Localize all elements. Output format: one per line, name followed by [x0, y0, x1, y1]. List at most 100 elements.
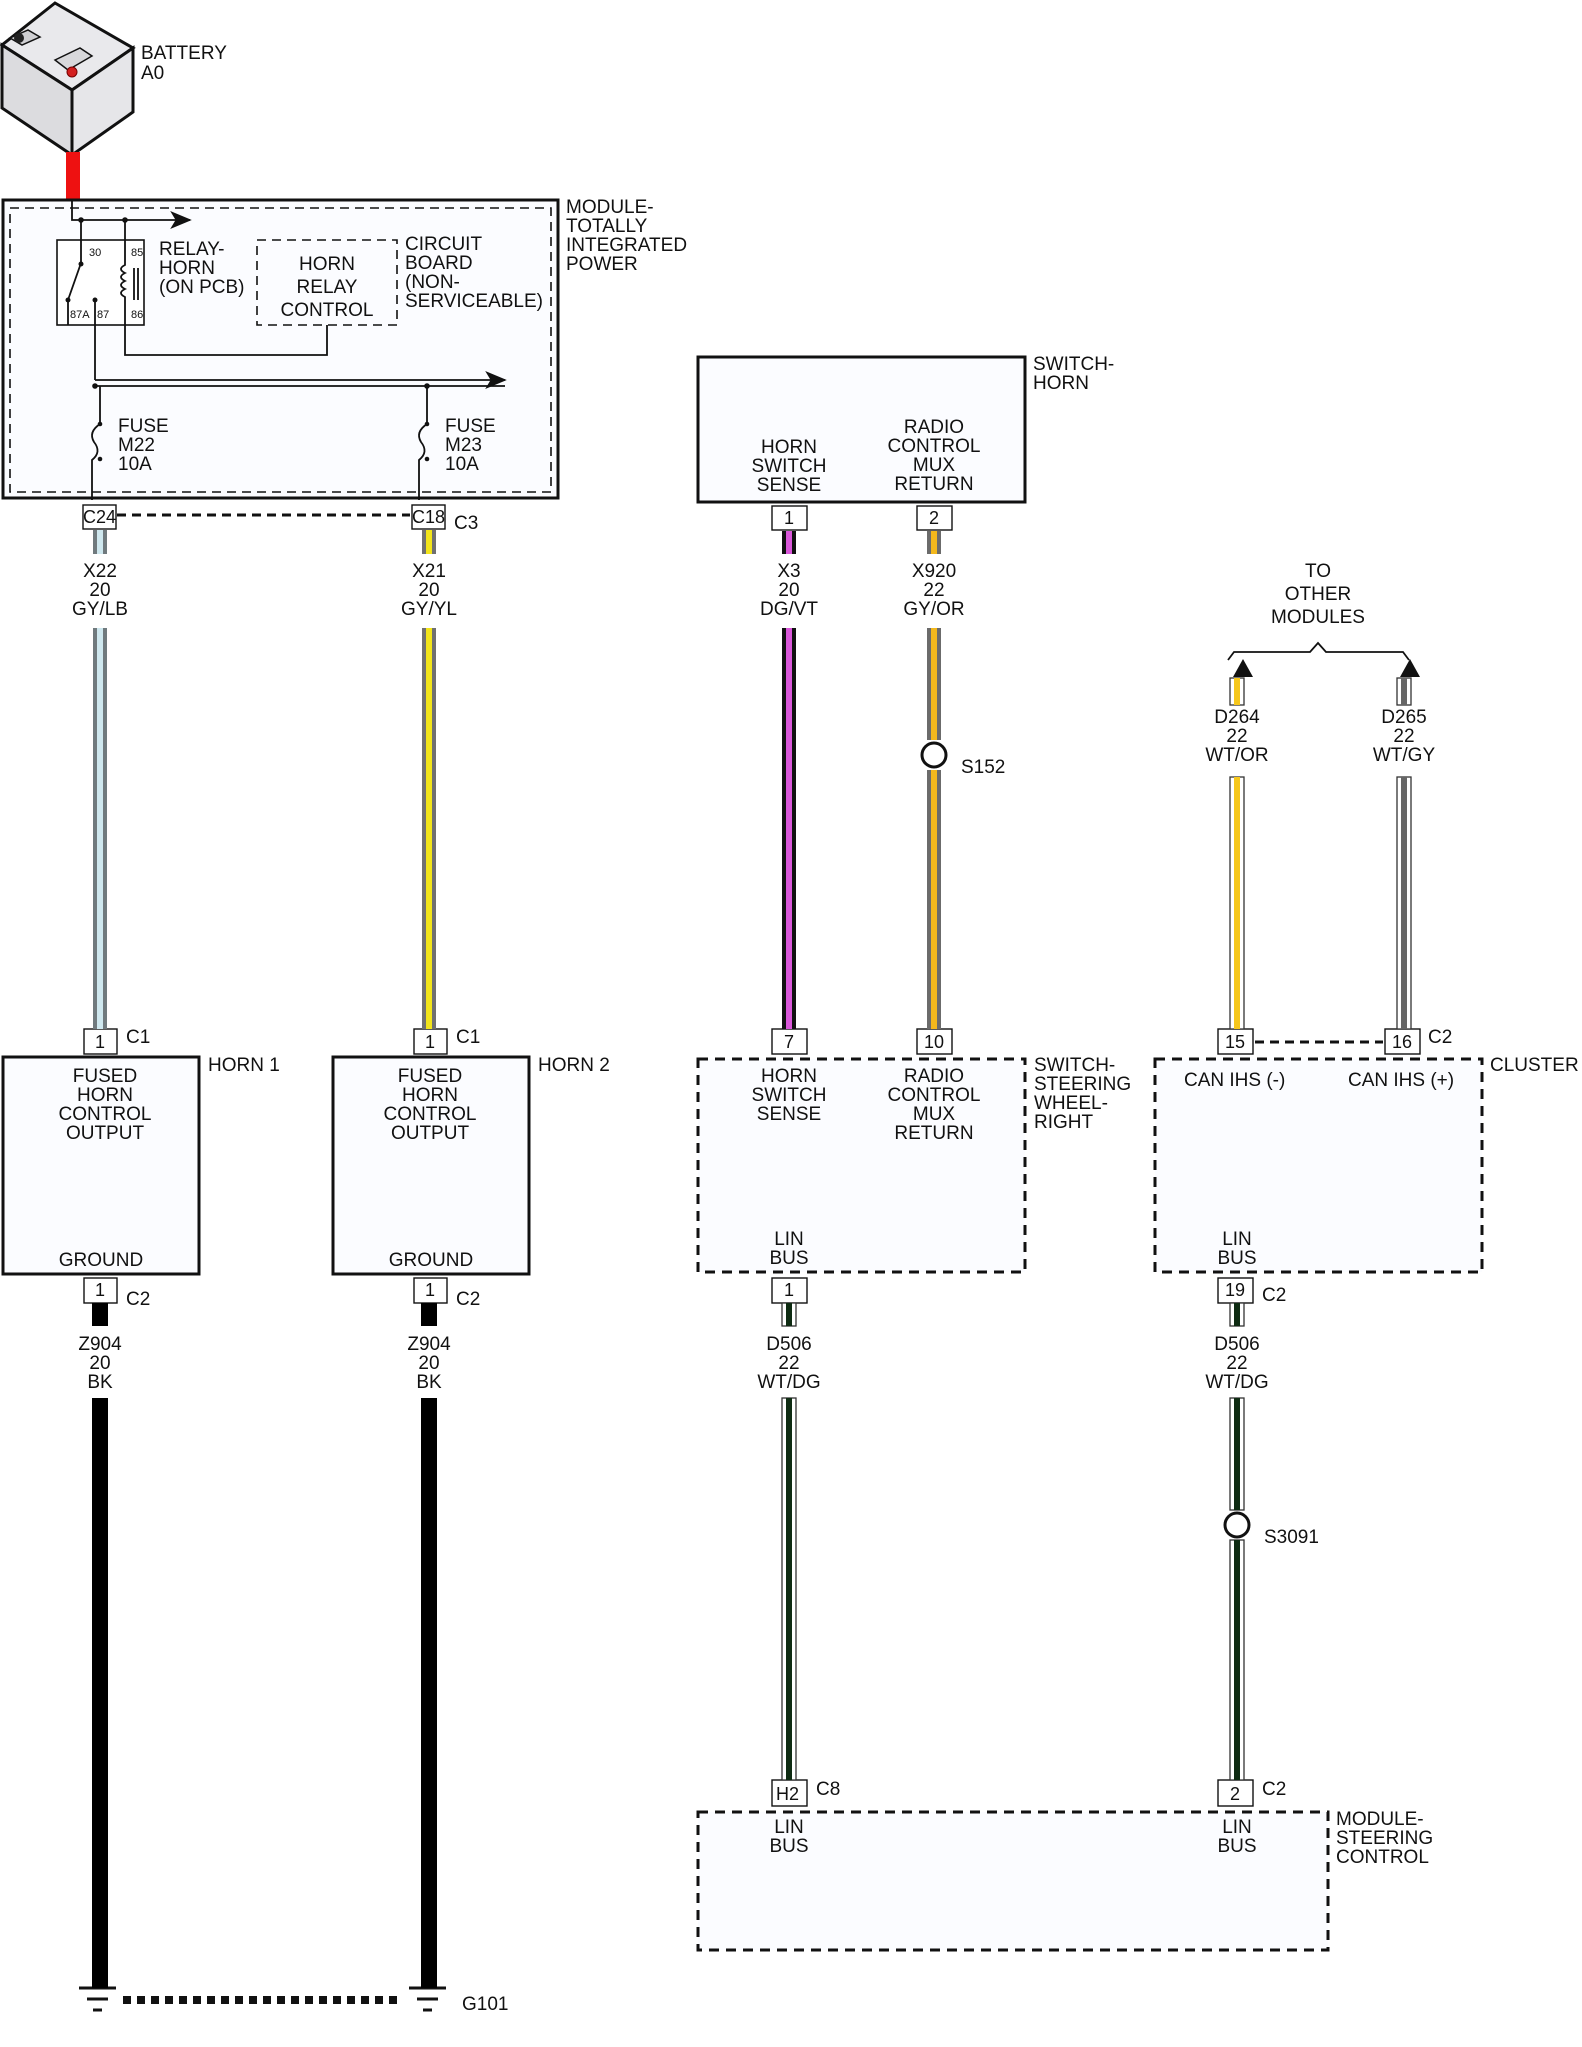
wire-z904a[interactable] — [92, 1398, 108, 1988]
label-line: BUS — [769, 1248, 808, 1269]
label-line: OTHER — [1285, 584, 1352, 605]
wire-stripe — [786, 1303, 792, 1326]
battery-icon — [0, 1, 136, 158]
wire-label-x22: X22 — [83, 561, 117, 582]
arrow-up-icon — [1400, 659, 1420, 677]
label-line: FUSE — [118, 416, 169, 437]
label-line: M23 — [445, 435, 482, 456]
scm-pin-2[interactable] — [1217, 1779, 1254, 1807]
wire-stripe — [1234, 777, 1240, 1029]
switch-horn-name: SWITCH-HORN — [1033, 354, 1114, 394]
label-line: HORN — [77, 1085, 133, 1106]
label-line: SWITCH — [752, 456, 827, 477]
wire-label-d265: D265 — [1381, 707, 1426, 728]
relay-horn — [56, 239, 145, 326]
wire-label-d506a: WT/DG — [757, 1372, 820, 1393]
pin-number: 1 — [425, 1032, 435, 1052]
label-line: CONTROL — [384, 1104, 477, 1125]
relay-pin-86: 86 — [131, 309, 143, 321]
connector-c24[interactable] — [82, 504, 117, 530]
wire-label-x920: X920 — [912, 561, 956, 582]
wire-label-d265: WT/GY — [1373, 745, 1436, 766]
label-line: LIN — [1222, 1229, 1252, 1250]
wire-label-d506b: WT/DG — [1205, 1372, 1268, 1393]
switch-horn-pin-2[interactable] — [916, 505, 953, 531]
label-line: SENSE — [757, 475, 821, 496]
label-line: RELAY — [297, 277, 358, 298]
splice-label: S152 — [961, 757, 1005, 778]
cluster-pin-15[interactable] — [1217, 1028, 1254, 1055]
label-line: BUS — [1217, 1248, 1256, 1269]
wire-label-z904a: Z904 — [78, 1334, 122, 1355]
wire-label-z904b: Z904 — [407, 1334, 451, 1355]
bus-bracket — [1227, 641, 1410, 661]
label-line: INTEGRATED — [566, 235, 687, 256]
label-line: OUTPUT — [66, 1123, 145, 1144]
cluster — [1153, 1057, 1484, 1274]
label-line: CONTROL — [888, 1085, 981, 1106]
connector-c3-label: C3 — [454, 513, 478, 534]
wire-label-d506a: 22 — [778, 1353, 799, 1374]
label-line: HORN — [159, 258, 215, 279]
splice-s152[interactable] — [920, 741, 948, 769]
label-line: M22 — [118, 435, 155, 456]
connector-c18[interactable] — [411, 504, 446, 530]
ground-g101-label: G101 — [462, 1994, 508, 2015]
cluster-pin-16[interactable] — [1384, 1028, 1421, 1055]
wire-z904b[interactable] — [421, 1303, 437, 1326]
label-line: 10A — [118, 454, 152, 475]
wire-label-x3: X3 — [777, 561, 800, 582]
pin-number: 1 — [784, 508, 794, 528]
label-line: HORN — [761, 437, 817, 458]
label-line: LIN — [774, 1229, 804, 1250]
label-line: MODULE- — [1336, 1809, 1424, 1830]
label-line: RADIO — [904, 1066, 964, 1087]
can-ihs-minus-label: CAN IHS (-) — [1184, 1070, 1285, 1091]
wire-label-x22: GY/LB — [72, 599, 128, 620]
label-line: FUSED — [73, 1066, 137, 1087]
pin-c18: C18 — [412, 507, 445, 527]
label-line: RETURN — [894, 1123, 973, 1144]
splice-s3091[interactable] — [1223, 1511, 1251, 1539]
switch-horn-pin-1[interactable] — [771, 505, 808, 531]
label-line: BOARD — [405, 253, 473, 274]
label-line: STEERING — [1336, 1828, 1433, 1849]
label-line: WHEEL- — [1034, 1093, 1108, 1114]
horn-1-name: HORN 1 — [208, 1055, 280, 1076]
horn-2-pin-c1[interactable] — [413, 1028, 448, 1055]
wire-stripe — [1234, 1540, 1240, 1780]
pin-number: 7 — [784, 1032, 794, 1052]
label-line: CONTROL — [1336, 1847, 1429, 1868]
label-line: CONTROL — [888, 436, 981, 457]
connector-label: C2 — [456, 1289, 480, 1310]
wire-label-d264: 22 — [1226, 726, 1247, 747]
horn-2-ground-label: GROUND — [389, 1250, 473, 1271]
swr-pin-10[interactable] — [916, 1028, 953, 1055]
label-line: LIN — [774, 1817, 804, 1838]
wire-z904b[interactable] — [421, 1398, 437, 1988]
wire-label-z904a: 20 — [89, 1353, 110, 1374]
label-line: CONTROL — [281, 300, 374, 321]
wire-z904a[interactable] — [92, 1303, 108, 1326]
wire-label-x22: 20 — [89, 580, 110, 601]
label-line: 10A — [445, 454, 479, 475]
wire-label-z904b: BK — [416, 1372, 442, 1393]
connector-label: C2 — [1428, 1027, 1452, 1048]
label-line: (NON- — [405, 272, 460, 293]
pin-number: 19 — [1225, 1280, 1245, 1300]
wire-stripe — [426, 530, 432, 554]
label-line: SWITCH- — [1034, 1055, 1115, 1076]
horn-2 — [331, 1055, 531, 1276]
wire-label-x920: 22 — [923, 580, 944, 601]
label-line: RELAY- — [159, 239, 224, 260]
horn-2-pin-c2[interactable] — [413, 1277, 448, 1304]
